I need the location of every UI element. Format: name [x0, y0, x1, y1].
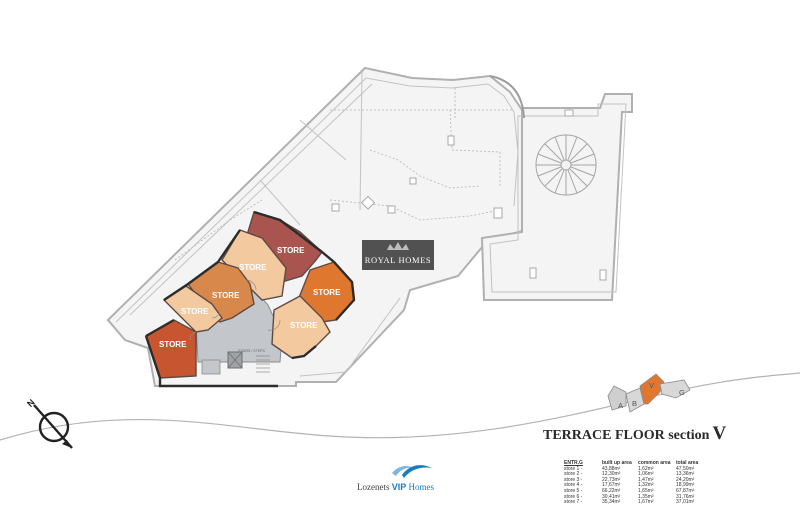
table-row: store 7 - 35,34m² 1,67m² 37,01m² [562, 500, 704, 506]
table-row: store 6 - 30,41m² 1,35m² 31,76m² [562, 493, 704, 501]
logo-prefix: Lozenets [357, 482, 392, 492]
built-up-area: 12,30m² [602, 471, 621, 478]
key-plan-label: B [632, 399, 637, 408]
decorative-swoosh [0, 372, 800, 441]
key-plan-label: A [618, 401, 623, 410]
common-area: 1,32m² [638, 482, 654, 489]
store-label: STORE [239, 263, 267, 272]
area-table-header: ENTR.G built up area common area total a… [562, 460, 704, 467]
store-units [145, 211, 355, 379]
floor-title-main: TERRACE FLOOR section [543, 428, 710, 443]
built-up-area: 43,88m² [602, 465, 621, 472]
entrance-header: ENTR.G [564, 460, 583, 466]
store-label: STORE [159, 340, 187, 349]
north-arrow-icon: N [25, 397, 73, 449]
store-walls [144, 210, 356, 388]
svg-text:ROYAL HOMES: ROYAL HOMES [365, 255, 432, 265]
store-name: store 3 - [564, 476, 583, 483]
store-name: store 7 - [564, 499, 583, 506]
total-area: 37,01m² [676, 499, 695, 506]
royal-homes-watermark: ROYAL HOMES [362, 240, 434, 270]
logo-suffix: Homes [406, 482, 435, 492]
common-area: 1,62m² [638, 465, 654, 472]
common-area: 1,35m² [638, 493, 654, 500]
table-row: store 3 - 22,73m² 1,47m² 24,20m² [562, 476, 704, 484]
common-area: 1,67m² [638, 499, 654, 506]
table-row: store 2 - 12,30m² 1,06m² 13,36m² [562, 472, 704, 478]
built-up-area: 17,67m² [602, 482, 621, 489]
store-name: store 4 - [564, 482, 583, 489]
total-area: 67,87m² [676, 487, 695, 494]
total-area: 47,50m² [676, 465, 695, 472]
spiral-staircase [535, 134, 597, 196]
store-label: STORE [212, 291, 240, 300]
built-up-area: 66,22m² [602, 487, 621, 494]
key-plan-label: G [679, 388, 685, 397]
area-table: ENTR.G built up area common area total a… [562, 460, 704, 506]
section-letter: V [712, 423, 727, 444]
store-name: store 2 - [564, 471, 583, 478]
store-labels: STORE STORE STORE STORE STORE STORE STOR… [159, 246, 341, 349]
door-swings [189, 279, 311, 341]
store-name: store 1 - [564, 465, 583, 472]
total-area: 31,76m² [676, 493, 695, 500]
store-name: store 5 - [564, 487, 583, 494]
store-name: store 6 - [564, 493, 583, 500]
store-label: STORE [181, 307, 209, 316]
store-label: STORE [313, 288, 341, 297]
column-header: total area [676, 460, 699, 466]
table-row: store 4 - 17,67m² 1,32m² 18,99m² [562, 483, 704, 489]
curved-corner [489, 75, 525, 119]
logo-vip: VIP [391, 482, 407, 492]
key-plan-label: V [649, 381, 654, 390]
store-label: STORE [290, 321, 318, 330]
common-area: 1,06m² [638, 471, 654, 478]
store-label: STORE [277, 246, 305, 255]
built-up-area: 35,34m² [602, 499, 621, 506]
built-up-area: 22,73m² [602, 476, 621, 483]
north-label: N [25, 397, 37, 409]
table-row: store 1 - 43,88m² 1,62m² 47,50m² [562, 465, 704, 473]
common-area: 1,65m² [638, 487, 654, 494]
lozenets-vip-homes-logo: Lozenets VIP Homes [357, 482, 434, 492]
column-header: built up area [602, 460, 632, 466]
key-plan-highlight [639, 373, 665, 405]
inner-walls [115, 71, 627, 377]
common-area: 1,47m² [638, 476, 654, 483]
total-area: 13,36m² [676, 471, 695, 478]
total-area: 18,99m² [676, 482, 695, 489]
built-up-area: 30,41m² [602, 493, 621, 500]
table-row: store 5 - 66,22m² 1,65m² 67,87m² [562, 487, 704, 495]
stair-label: STAIRS / STEPS [238, 349, 265, 353]
column-header: common area [638, 460, 671, 466]
total-area: 24,20m² [676, 476, 695, 483]
fixtures [331, 109, 607, 281]
key-plan: A B V G [607, 373, 691, 413]
lozenets-logo-mark [392, 465, 432, 478]
